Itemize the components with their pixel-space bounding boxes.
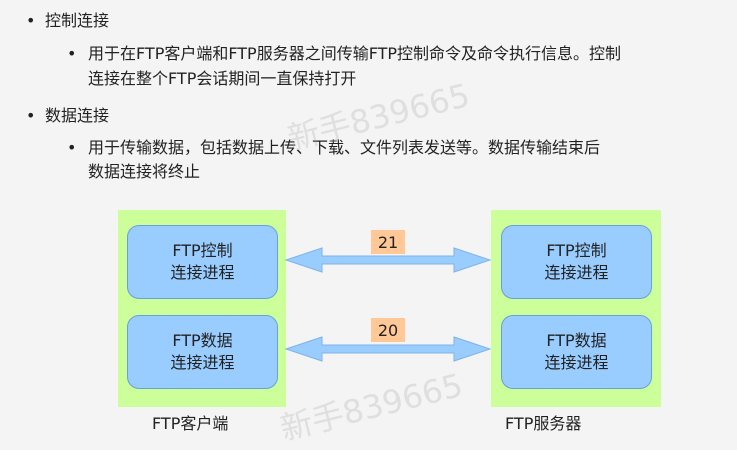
process-label: FTP控制 — [172, 241, 233, 260]
client-control-process: FTP控制 连接进程 — [127, 225, 278, 299]
bullet-marker: • — [26, 11, 36, 30]
data-connection-arrow — [284, 336, 492, 362]
bullet-title-data: 数据连接 — [45, 106, 110, 125]
server-control-process: FTP控制 连接进程 — [501, 225, 652, 299]
control-port-badge: 21 — [371, 230, 405, 254]
process-label: 连接进程 — [170, 263, 235, 282]
process-label: 连接进程 — [170, 353, 235, 372]
process-label: FTP控制 — [546, 241, 607, 260]
bullet-text-control-line1: 用于在FTP客户端和FTP服务器之间传输FTP控制命令及命令执行信息。控制 — [88, 44, 622, 63]
bullet-marker: • — [67, 138, 77, 157]
bullet-title-control: 控制连接 — [45, 11, 110, 30]
bullet-marker: • — [67, 44, 77, 63]
process-label: FTP数据 — [172, 331, 233, 350]
process-label: FTP数据 — [546, 331, 607, 350]
bullet-marker: • — [26, 106, 36, 125]
ftp-client-caption: FTP客户端 — [152, 414, 229, 433]
process-label: 连接进程 — [544, 353, 609, 372]
bullet-text-data-line2: 数据连接将终止 — [88, 162, 201, 181]
bullet-text-control-line2: 连接在整个FTP会话期间一直保持打开 — [88, 69, 357, 88]
data-port-badge: 20 — [371, 318, 405, 342]
client-data-process: FTP数据 连接进程 — [127, 315, 278, 389]
server-data-process: FTP数据 连接进程 — [501, 315, 652, 389]
ftp-server-caption: FTP服务器 — [505, 414, 582, 433]
control-connection-arrow — [284, 247, 492, 273]
bullet-text-data-line1: 用于传输数据，包括数据上传、下载、文件列表发送等。数据传输结束后 — [88, 138, 601, 157]
process-label: 连接进程 — [544, 263, 609, 282]
